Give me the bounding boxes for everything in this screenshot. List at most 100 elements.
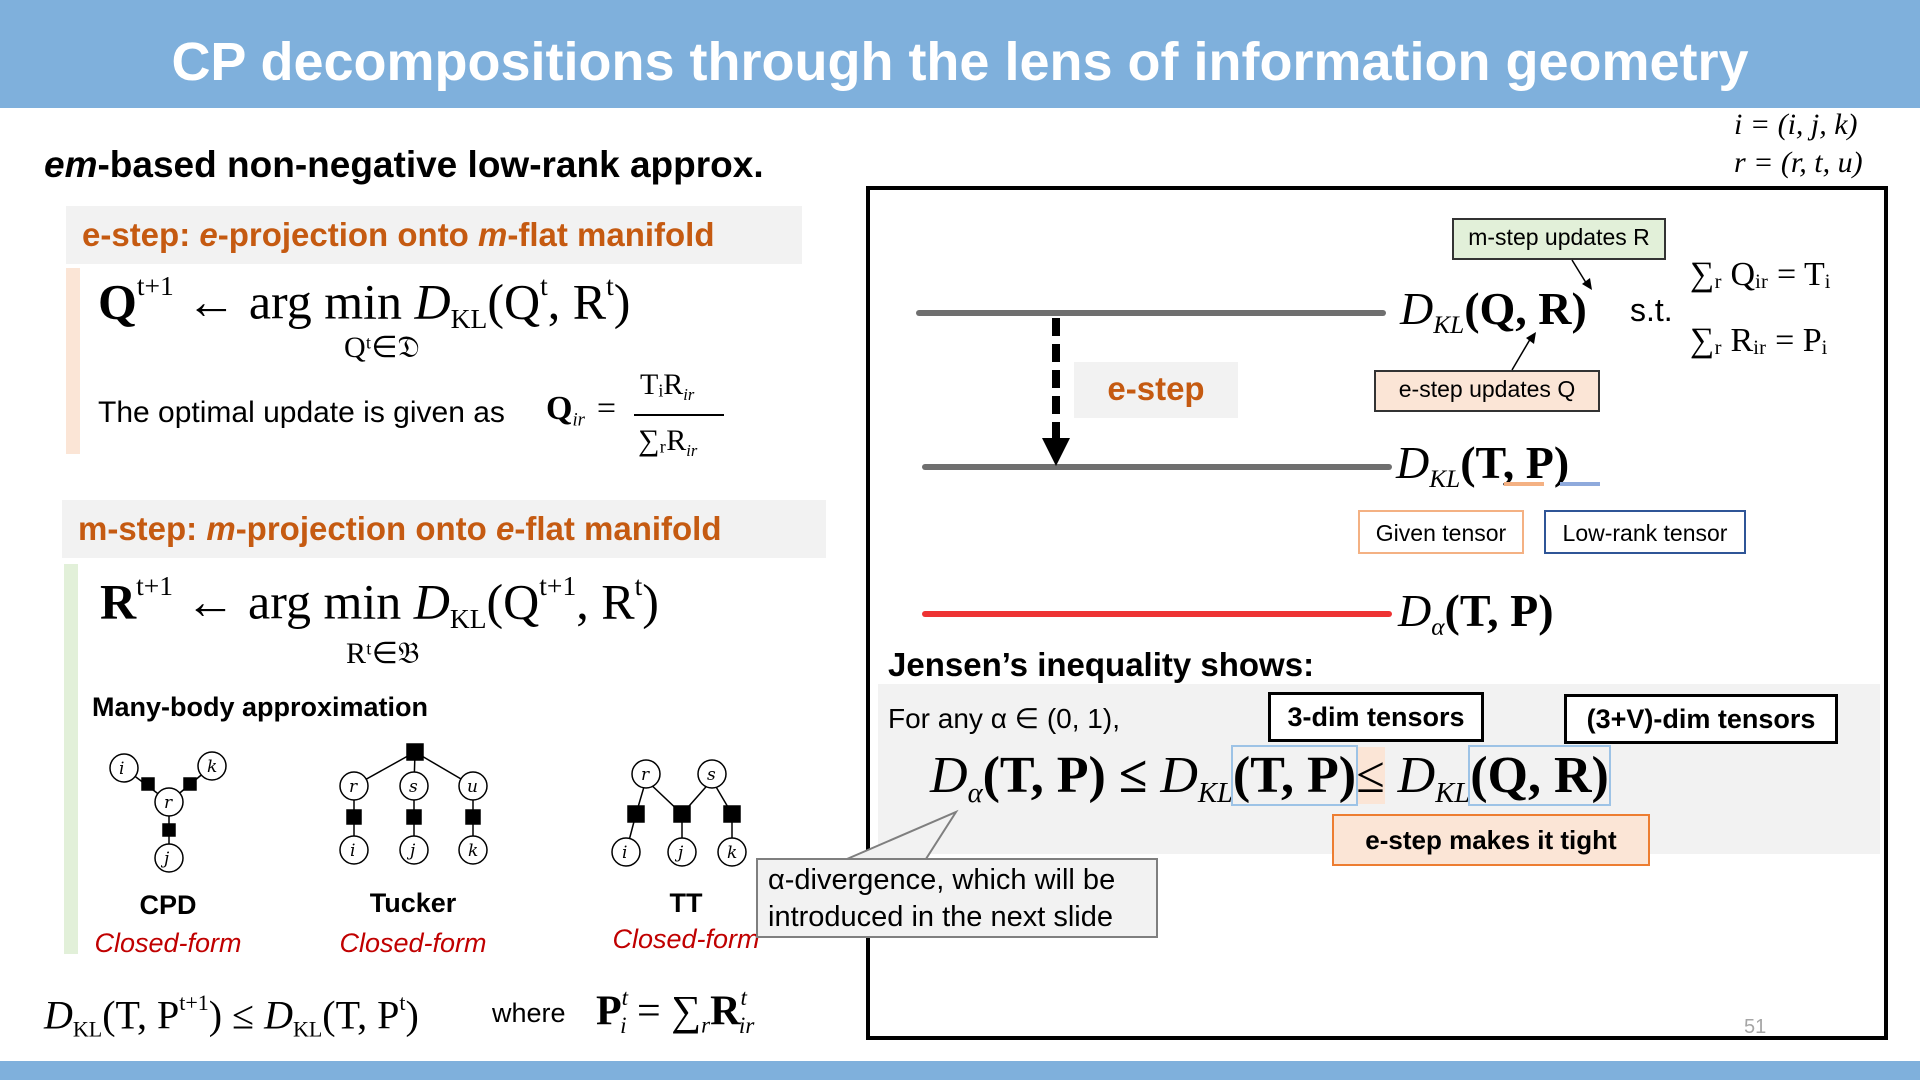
alpha-note-line1: α-divergence, which will be bbox=[768, 864, 1116, 896]
tt-core-2 bbox=[673, 805, 691, 823]
estep-eq-arrow: ← arg min bbox=[173, 273, 415, 330]
cpd-label-j: j bbox=[160, 849, 170, 869]
estep-heading: e-step: e-projection onto m-flat manifol… bbox=[66, 206, 802, 264]
mstep-eq-d: D bbox=[413, 573, 450, 630]
p-sup: t bbox=[621, 984, 629, 1010]
mstep-eq-sup2: t bbox=[634, 570, 643, 601]
bottom-d2-end: ) bbox=[405, 992, 419, 1038]
bottom-leq: ≤ bbox=[222, 992, 265, 1038]
tt-node-k bbox=[717, 837, 747, 867]
cpd-node-j bbox=[154, 843, 184, 873]
mstep-equation: Rt+1 ← arg min DKL(Qt+1, Rt) bbox=[100, 570, 659, 635]
mstep-eq-args: (Q bbox=[486, 573, 540, 630]
manifold-line-alpha bbox=[922, 611, 1392, 617]
cpd-factor-3 bbox=[162, 823, 176, 837]
many-body-label: Many-body approximation bbox=[92, 692, 429, 722]
bottom-d1-args: (T, P bbox=[102, 992, 180, 1038]
p-eq-sum: = ∑ bbox=[626, 988, 702, 1035]
lowrank-underline bbox=[1560, 482, 1600, 486]
cpd-label: CPD bbox=[139, 890, 197, 920]
mstep-heading-c: -projection onto bbox=[235, 510, 496, 547]
estep-equation: Qt+1 ← arg min DKL(Qt, Rt) bbox=[98, 270, 630, 335]
ineq-a-args: (T, P) ≤ bbox=[982, 747, 1161, 804]
ineq-c-sub: KL bbox=[1435, 778, 1471, 809]
index-def-r: r = (r, t, u) bbox=[1734, 146, 1863, 179]
tucker-node-s bbox=[399, 771, 429, 801]
tt-label-k: k bbox=[727, 843, 737, 863]
index-def-i: i = (i, j, k) bbox=[1734, 108, 1858, 141]
mstep-heading-d: e bbox=[495, 510, 515, 547]
p-definition: Pti = ∑rRtir bbox=[596, 984, 754, 1039]
estep-heading-a: e-step: bbox=[82, 216, 200, 253]
estep-eq-mid: , R bbox=[547, 273, 607, 330]
mstep-eq-sup1: t+1 bbox=[539, 570, 577, 601]
estep-eq-lhs: Q bbox=[98, 273, 137, 330]
p-sub: i bbox=[620, 1011, 627, 1038]
cpd-node-i bbox=[109, 753, 139, 783]
cpd-diagram: i k r j bbox=[109, 751, 227, 873]
estep-heading-c: -projection onto bbox=[217, 216, 479, 253]
tt-node-s bbox=[697, 759, 727, 789]
dalpha-sub: α bbox=[1431, 612, 1445, 641]
estep-heading-e: -flat manifold bbox=[507, 216, 715, 253]
alpha-note-line2: introduced in the next slide bbox=[768, 901, 1113, 933]
tucker-label: Tucker bbox=[369, 888, 457, 918]
mstep-heading-e: -flat manifold bbox=[514, 510, 722, 547]
dkl-tp-sub: KL bbox=[1429, 464, 1461, 493]
tt-label: TT bbox=[669, 888, 703, 918]
tt-core-3 bbox=[723, 805, 741, 823]
bottom-bar bbox=[0, 1061, 1920, 1080]
mstep-eq-end: ) bbox=[642, 573, 659, 630]
given-tensor-callout: Given tensor bbox=[1358, 510, 1524, 554]
tt-closed-form: Closed-form bbox=[612, 924, 760, 954]
dkl-tp-d: D bbox=[1396, 437, 1430, 488]
cpd-label-k: k bbox=[207, 757, 217, 777]
estep-accent-bar bbox=[66, 268, 80, 454]
lowrank-tensor-callout: Low-rank tensor bbox=[1544, 510, 1746, 554]
mstep-eq-arrow: ← arg min bbox=[173, 573, 414, 630]
manifold-line-qr bbox=[916, 310, 1386, 316]
tucker-label-j: j bbox=[406, 841, 416, 861]
optimal-update-text: The optimal update is given as bbox=[98, 396, 505, 429]
ineq-b-args: (T, P) bbox=[1230, 745, 1359, 806]
where-text: where bbox=[492, 998, 566, 1028]
estep-eq-sup2: t bbox=[606, 270, 614, 301]
tucker-factor-3 bbox=[465, 809, 481, 825]
bottom-d2: D bbox=[264, 992, 293, 1038]
dim3-label: 3-dim tensors bbox=[1268, 692, 1484, 742]
tt-diagram: r s i j k bbox=[611, 759, 747, 867]
fraction-bar bbox=[634, 414, 724, 416]
tt-node-i bbox=[611, 837, 641, 867]
estep-eq-d-sub: KL bbox=[450, 303, 488, 334]
tt-label-s: s bbox=[707, 765, 716, 785]
for-any-alpha: For any α ∈ (0, 1), bbox=[888, 703, 1120, 734]
cpd-factor-1 bbox=[141, 777, 155, 791]
cpd-node-r bbox=[154, 787, 184, 817]
dalpha-tp: Dα(T, P) bbox=[1398, 584, 1554, 642]
estep-tight-callout: e-step makes it tight bbox=[1332, 814, 1650, 866]
dkl-qr-args: (Q, R) bbox=[1464, 283, 1587, 334]
ineq-b-d: D bbox=[1160, 747, 1198, 804]
mstep-eq-lhs-sup: t+1 bbox=[136, 570, 174, 601]
r-sub: ir bbox=[738, 1011, 755, 1038]
ineq-a-sub: α bbox=[967, 778, 983, 809]
page-number: 51 bbox=[1744, 1016, 1767, 1038]
tucker-closed-form: Closed-form bbox=[339, 928, 487, 958]
ineq-b-sub: KL bbox=[1197, 778, 1233, 809]
dkl-qr: DKL(Q, R) bbox=[1400, 282, 1587, 340]
estep-updates-callout: e-step updates Q bbox=[1374, 370, 1600, 412]
cpd-factor-2 bbox=[183, 777, 197, 791]
mstep-accent-bar bbox=[64, 564, 78, 954]
tucker-label-u: u bbox=[467, 777, 478, 797]
jensen-title: Jensen’s inequality shows: bbox=[888, 646, 1315, 683]
estep-eq-sup1: t bbox=[540, 270, 548, 301]
bottom-d1-sub: KL bbox=[72, 1016, 103, 1042]
denom: ∑ᵣR bbox=[638, 424, 687, 457]
estep-pointer-icon bbox=[1511, 332, 1536, 371]
tt-label-i: i bbox=[622, 843, 627, 863]
estep-heading-d: m bbox=[478, 216, 508, 253]
r-symbol: R bbox=[710, 988, 741, 1035]
mstep-pointer-icon bbox=[1571, 259, 1592, 290]
tucker-core bbox=[406, 743, 424, 761]
estep-eq-end: ) bbox=[613, 273, 631, 330]
